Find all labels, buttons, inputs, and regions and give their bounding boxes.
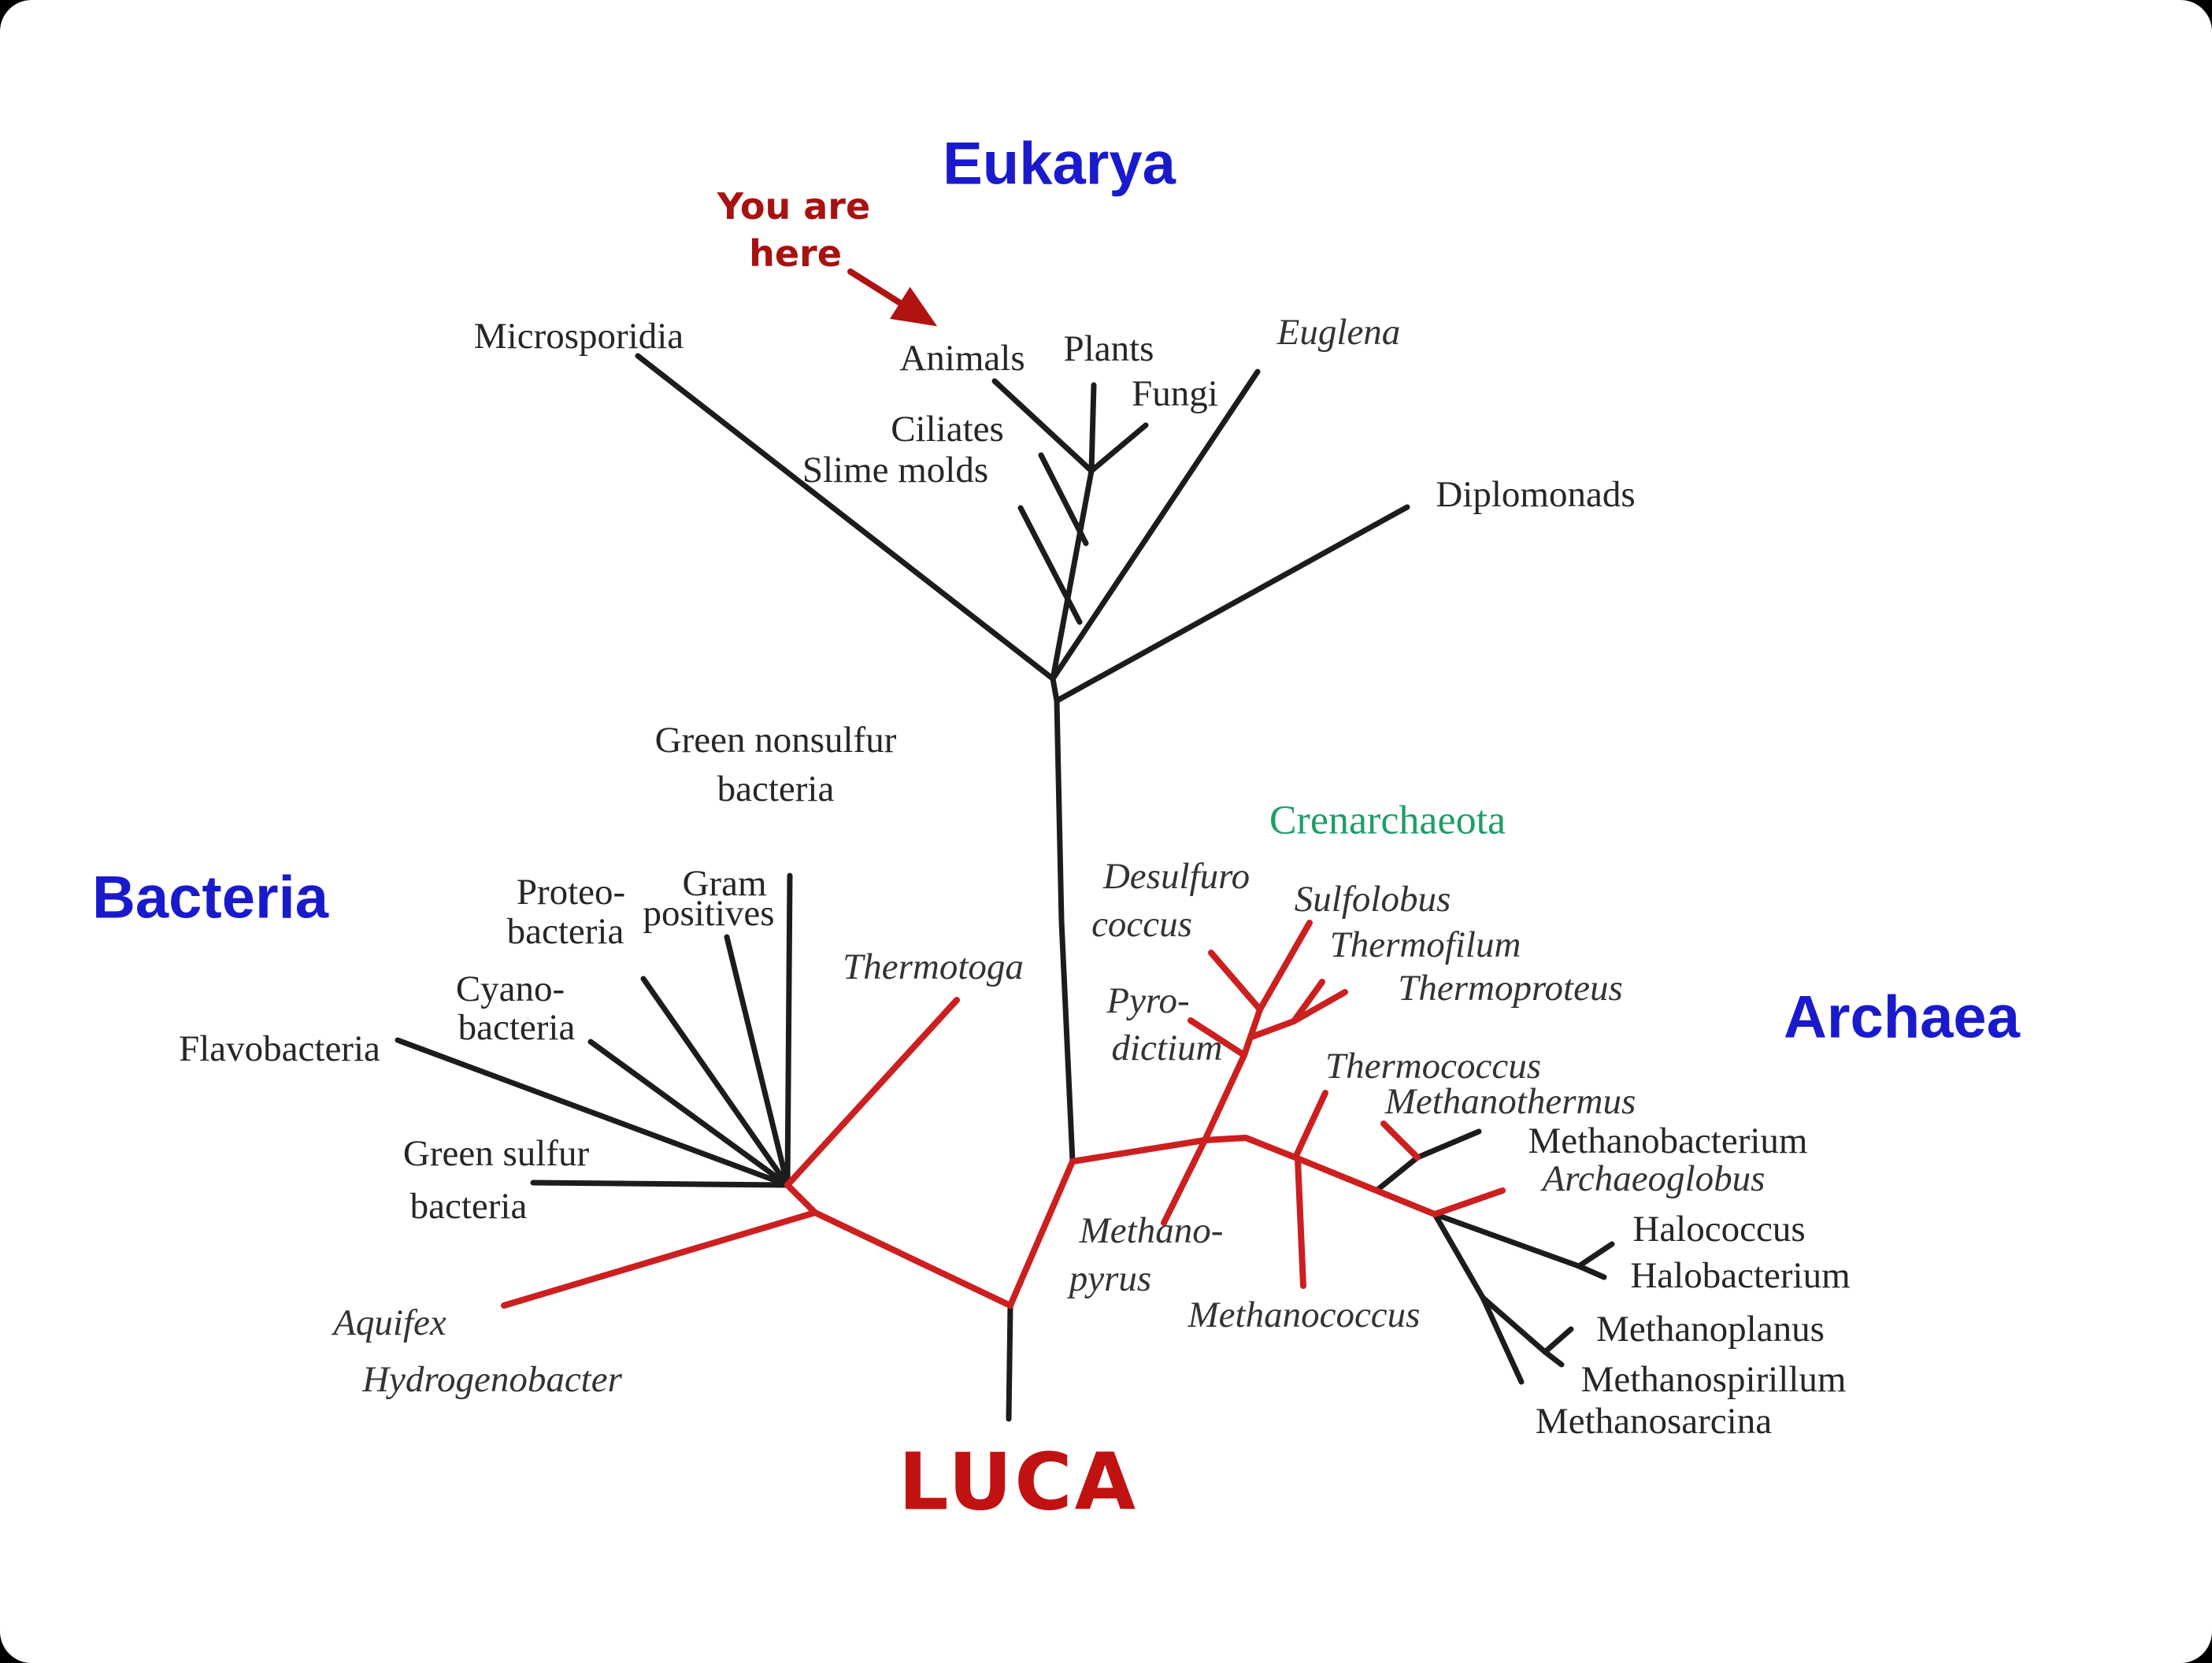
branch-methanosarcina (1480, 1294, 1525, 1385)
label-proteo-1: Proteo- (517, 872, 625, 913)
branch-thermotoga (784, 997, 960, 1188)
label-methanococcus: Methanococcus (1188, 1294, 1421, 1335)
label-halococcus: Halococcus (1632, 1209, 1805, 1250)
branch-euglena (1050, 369, 1261, 682)
label-methanopyrus-1: Methano- (1079, 1210, 1224, 1251)
label-proteo-2: bacteria (507, 911, 624, 952)
edge-root-eukarya (1007, 1158, 1076, 1309)
edge-bacteria-hub (784, 1182, 818, 1216)
label-cyano-1: Cyano- (456, 969, 565, 1009)
label-green-nonsulfur-1: Green nonsulfur (655, 720, 897, 761)
label-halobacterium: Halobacterium (1630, 1255, 1850, 1296)
label-pyro-2: dictium (1112, 1028, 1223, 1069)
you-are-here-line1: You are (717, 185, 870, 228)
branches-layer (395, 269, 1615, 1422)
title-eukarya: Eukarya (943, 131, 1176, 198)
edge-halo-clade (1432, 1211, 1582, 1269)
label-fungi: Fungi (1132, 373, 1218, 414)
branch-aquifex (501, 1209, 818, 1309)
eukarya-trunk (1050, 676, 1076, 1165)
edge-bacteria-root (812, 1209, 1013, 1309)
label-thermotoga: Thermotoga (843, 946, 1024, 987)
branch-green-sulfur (530, 1180, 791, 1188)
branch-halobacterium (1576, 1263, 1607, 1280)
label-methanospirillum: Methanospirillum (1581, 1359, 1847, 1400)
archaea-trunk (1069, 1135, 1438, 1217)
label-methanosarcina: Methanosarcina (1536, 1401, 1772, 1442)
label-gram-2: positives (643, 893, 774, 934)
label-thermococcus: Thermococcus (1325, 1046, 1541, 1087)
label-sulfolobus: Sulfolobus (1295, 879, 1451, 920)
label-thermoproteus: Thermoproteus (1398, 968, 1623, 1009)
branch-green-nonsulfur (784, 872, 793, 1188)
edge-planus-spirillum (1480, 1294, 1548, 1355)
branch-thermofilum (1291, 979, 1325, 1024)
label-euglena: Euglena (1276, 312, 1401, 353)
branch-methanothermus (1380, 1120, 1421, 1161)
label-methanopyrus-2: pyrus (1067, 1258, 1151, 1299)
eukarya-crown-axis (1050, 468, 1095, 682)
label-green-sulfur-1: Green sulfur (403, 1133, 590, 1174)
label-green-sulfur-2: bacteria (410, 1186, 528, 1227)
branch-proteobacteria (640, 976, 791, 1188)
edge-methano-fan (1432, 1211, 1486, 1301)
branch-plants (1088, 382, 1097, 474)
branch-flavobacteria (395, 1037, 791, 1188)
branch-thermococcus (1292, 1090, 1328, 1161)
branch-sulfolobus (1257, 920, 1313, 1013)
title-archaea: Archaea (1784, 984, 2021, 1051)
you-are-here-arrow (847, 269, 938, 327)
branch-fungi (1088, 422, 1149, 474)
branch-cyanobacteria (587, 1039, 791, 1188)
label-slime-molds: Slime molds (802, 450, 988, 491)
label-ciliates: Ciliates (891, 409, 1004, 450)
label-gram-1: Gram (682, 863, 766, 904)
branch-methanobacterium (1414, 1128, 1482, 1161)
title-bacteria: Bacteria (92, 865, 329, 932)
branch-desulfurococcus (1208, 950, 1263, 1013)
label-desulfuro-2: coccus (1091, 904, 1192, 945)
label-archaeoglobus: Archaeoglobus (1540, 1158, 1766, 1199)
branch-slime-molds (1017, 505, 1083, 625)
branch-methanopyrus (1161, 1137, 1208, 1226)
branch-microsporidia (635, 353, 1056, 682)
branch-archaeoglobus (1432, 1187, 1506, 1217)
luca-stem (1006, 1302, 1013, 1422)
branch-diplomonads (1054, 504, 1410, 704)
branch-ciliates (1038, 452, 1089, 546)
label-desulfuro-1: Desulfuro (1102, 856, 1250, 897)
label-methanothermus: Methanothermus (1384, 1081, 1636, 1122)
you-are-here-line2: here (749, 232, 842, 275)
label-pyro-1: Pyro- (1106, 980, 1189, 1021)
branch-methanococcus (1295, 1156, 1306, 1289)
label-microsporidia: Microsporidia (474, 316, 684, 357)
label-hydrogenobacter: Hydrogenobacter (361, 1359, 622, 1400)
label-animals: Animals (899, 338, 1024, 379)
label-green-nonsulfur-2: bacteria (717, 769, 835, 809)
label-plants: Plants (1064, 328, 1154, 369)
label-thermofilum: Thermofilum (1330, 924, 1521, 965)
label-aquifex: Aquifex (331, 1302, 446, 1343)
branch-thermoproteus (1291, 989, 1348, 1024)
branch-pyrodictium (1188, 1017, 1247, 1058)
label-crenarchaeota: Crenarchaeota (1269, 798, 1506, 843)
label-methanobacterium: Methanobacterium (1528, 1120, 1808, 1161)
label-luca: LUCA (899, 1436, 1138, 1528)
edge-methanobacterium-clade (1373, 1154, 1421, 1194)
label-methanoplanus: Methanoplanus (1596, 1309, 1825, 1350)
branch-animals (991, 378, 1095, 474)
branch-halococcus (1576, 1241, 1615, 1269)
label-cyano-2: bacteria (458, 1007, 576, 1048)
branch-methanospirillum (1542, 1349, 1565, 1368)
label-flavobacteria: Flavobacteria (179, 1028, 380, 1069)
label-diplomonads: Diplomonads (1436, 474, 1635, 515)
branch-methanoplanus (1542, 1326, 1574, 1355)
branch-gram-positives (724, 934, 791, 1188)
edge-thermo-clade (1248, 1018, 1297, 1040)
